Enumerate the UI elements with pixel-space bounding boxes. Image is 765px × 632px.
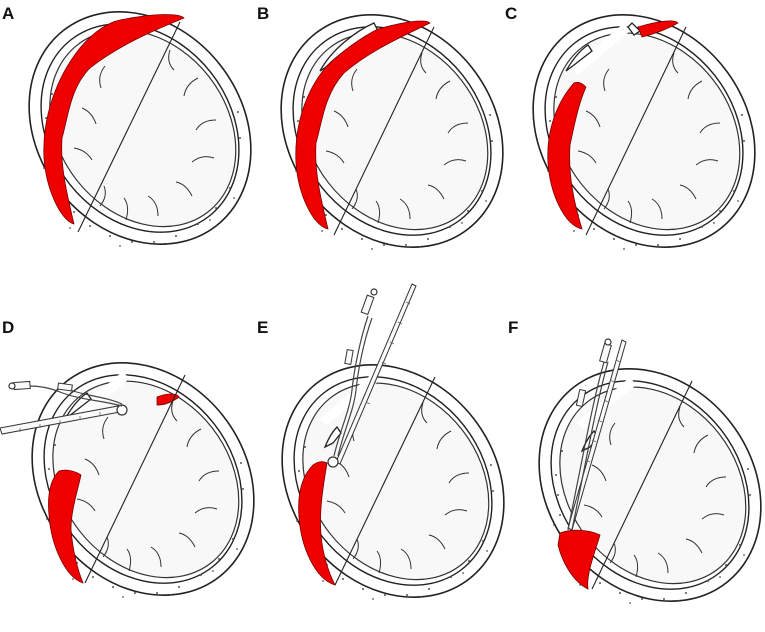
hematoma-d-top <box>156 393 180 406</box>
panel-e: E <box>235 283 551 632</box>
panel-a: A <box>0 0 298 290</box>
hematoma-a <box>43 14 185 225</box>
panel-label-a: A <box>2 4 14 23</box>
hematoma-c-top <box>637 20 679 38</box>
midline-f <box>591 380 693 590</box>
panel-label-b: B <box>257 4 269 23</box>
panel-label-c: C <box>505 4 517 23</box>
hematoma-e <box>298 461 336 586</box>
panel-f: F <box>492 318 765 632</box>
bone-flap-c <box>565 44 593 72</box>
hematoma-f <box>557 529 601 590</box>
midline-c <box>585 26 687 236</box>
midline-b <box>333 26 435 236</box>
panel-d: D <box>0 317 301 632</box>
hematoma-b <box>295 20 431 230</box>
panel-label-f: F <box>508 318 518 337</box>
endoscope-f <box>567 338 627 531</box>
hematoma-d <box>48 469 84 584</box>
midline-a <box>77 21 181 233</box>
panel-b: B <box>234 0 550 293</box>
panel-c: C <box>486 0 765 293</box>
midline-d <box>84 374 186 584</box>
panel-label-d: D <box>2 318 14 337</box>
midline-e <box>334 376 436 586</box>
bone-flap-e <box>323 425 342 449</box>
panel-label-e: E <box>257 318 268 337</box>
endoscope-d <box>0 380 128 435</box>
endoscope-e <box>327 283 417 468</box>
hematoma-c <box>547 81 587 230</box>
